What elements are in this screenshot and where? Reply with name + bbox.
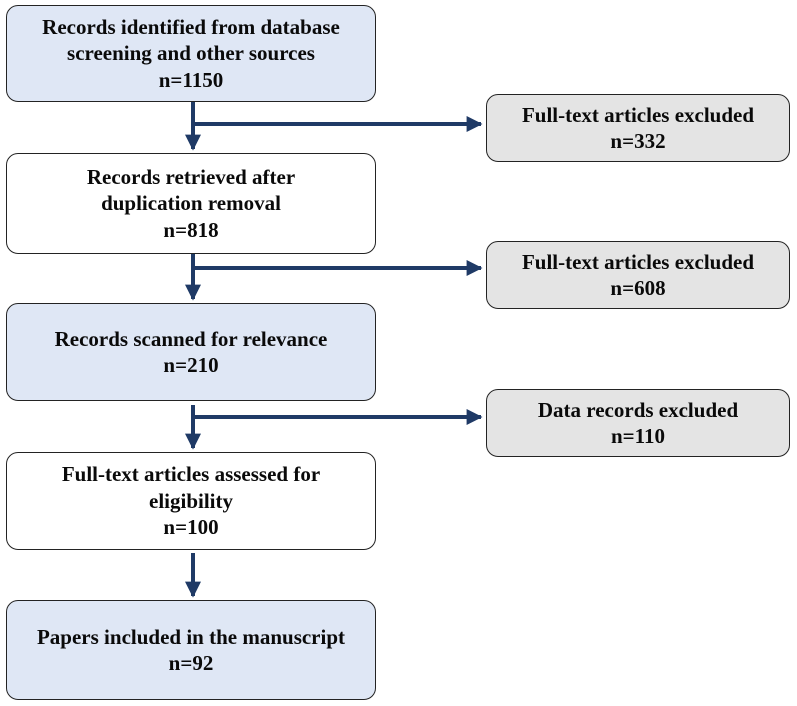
step-included-box: Papers included in the manuscript n=92 bbox=[6, 600, 376, 700]
step-assessed-box: Full-text articles assessed for eligibil… bbox=[6, 452, 376, 550]
step-retrieved-line-1: Records retrieved after bbox=[86, 164, 296, 189]
exclusion-3-count: n=110 bbox=[611, 424, 665, 448]
step-identified-line-1: Records identified from database bbox=[42, 14, 340, 39]
exclusion-box-2: Full-text articles excluded n=608 bbox=[486, 241, 790, 309]
exclusion-2-label: Full-text articles excluded bbox=[521, 249, 755, 274]
step-assessed-line-1: Full-text articles assessed for bbox=[61, 462, 321, 487]
step-retrieved-count: n=818 bbox=[163, 217, 219, 242]
step-identified-box: Records identified from database screeni… bbox=[6, 5, 376, 102]
step-retrieved-line-2: duplication removal bbox=[101, 191, 281, 216]
step-identified-line-2: screening and other sources bbox=[67, 41, 315, 66]
step-identified-count: n=1150 bbox=[158, 67, 224, 92]
exclusion-box-3: Data records excluded n=110 bbox=[486, 389, 790, 457]
step-scanned-count: n=210 bbox=[163, 353, 219, 377]
step-assessed-line-2: eligibility bbox=[149, 488, 233, 513]
exclusion-2-count: n=608 bbox=[610, 276, 666, 300]
step-retrieved-box: Records retrieved after duplication remo… bbox=[6, 153, 376, 254]
exclusion-box-1: Full-text articles excluded n=332 bbox=[486, 94, 790, 162]
step-included-count: n=92 bbox=[168, 651, 214, 675]
exclusion-1-count: n=332 bbox=[610, 129, 666, 153]
exclusion-3-label: Data records excluded bbox=[537, 397, 739, 422]
step-included-line-1: Papers included in the manuscript bbox=[36, 624, 346, 649]
step-assessed-count: n=100 bbox=[163, 515, 219, 540]
step-scanned-box: Records scanned for relevance n=210 bbox=[6, 303, 376, 401]
step-scanned-line-1: Records scanned for relevance bbox=[54, 326, 328, 351]
exclusion-1-label: Full-text articles excluded bbox=[521, 102, 755, 127]
